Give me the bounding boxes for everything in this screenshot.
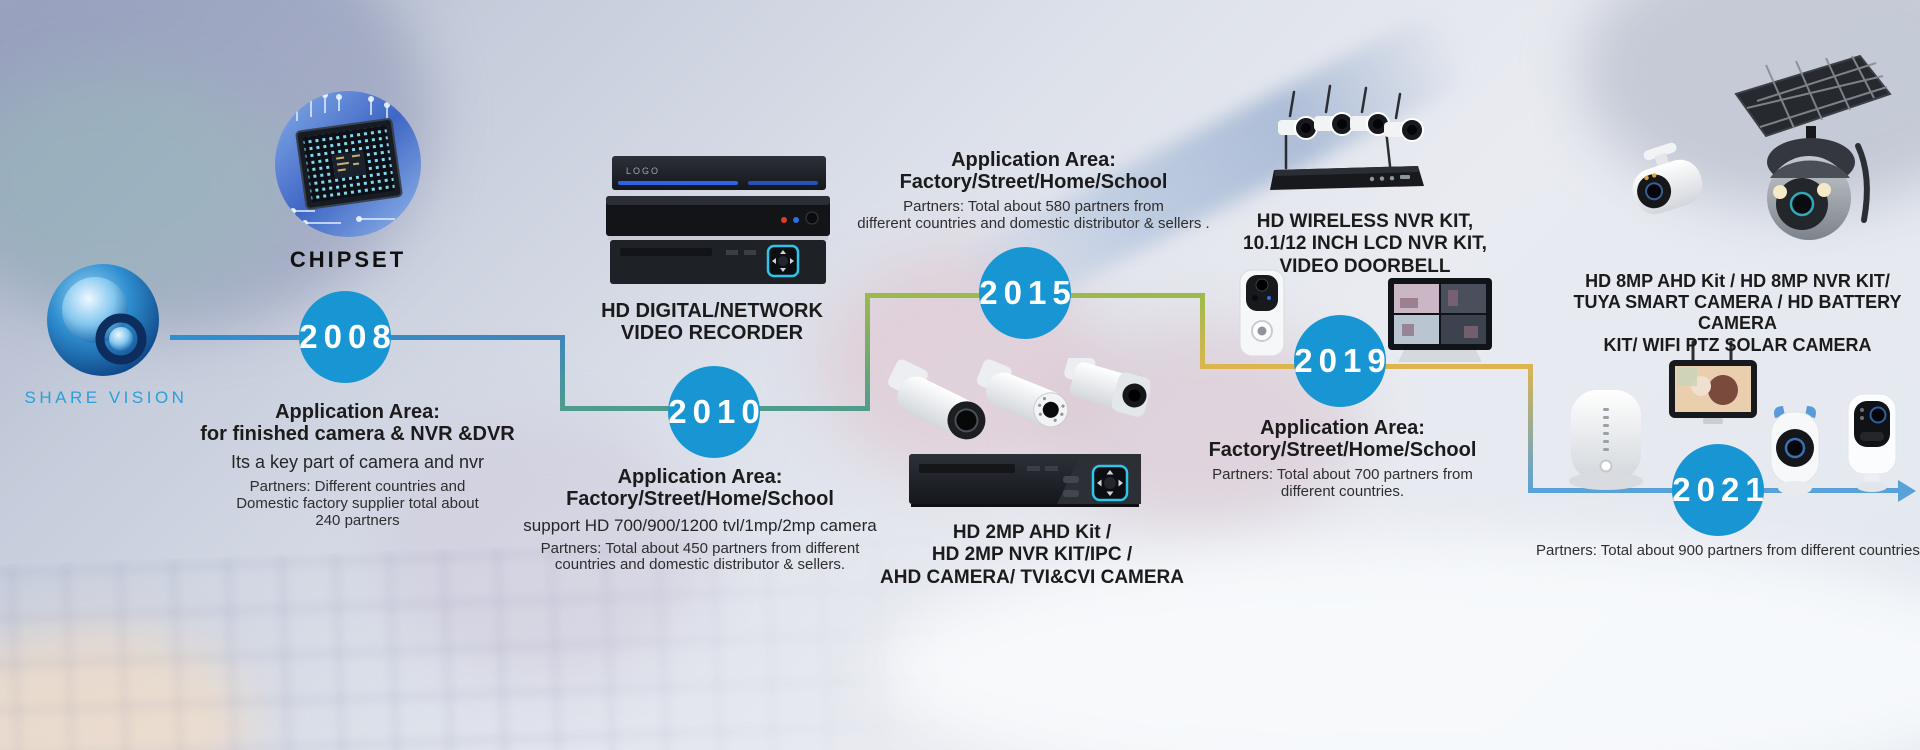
- milestone-2010-text: Application Area: Factory/Street/Home/Sc…: [495, 466, 905, 574]
- dvr-front-label: LOGO: [626, 166, 660, 176]
- product-title-line: HD DIGITAL/NETWORK: [601, 300, 823, 322]
- milestone-2019-title: HD WIRELESS NVR KIT, 10.1/12 INCH LCD NV…: [1210, 211, 1520, 278]
- timeline-corner-2015-2019: [1200, 293, 1205, 369]
- note-line: support HD 700/900/1200 tvl/1mp/2mp came…: [523, 516, 877, 535]
- product-title-line: AHD CAMERA/ TVI&CVI CAMERA: [880, 566, 1184, 588]
- milestone-2008-text: Application Area: for finished camera & …: [150, 401, 565, 530]
- app-area-line: for finished camera & NVR &DVR: [200, 423, 515, 445]
- app-area-line: Application Area:: [275, 401, 440, 423]
- product-title-line: HD WIRELESS NVR KIT,: [1256, 211, 1474, 232]
- partners-line: different countries and domestic distrib…: [857, 214, 1210, 232]
- year-badge-2010: 2010: [668, 366, 760, 458]
- milestone-2021-title: HD 8MP AHD Kit / HD 8MP NVR KIT/ TUYA SM…: [1545, 271, 1920, 356]
- ahd-dvr-image: [909, 454, 1141, 507]
- year-badge-2008: 2008: [299, 291, 391, 383]
- milestone-2015-text: Application Area: Factory/Street/Home/Sc…: [826, 149, 1241, 233]
- app-area-line: Application Area:: [617, 466, 783, 488]
- dvr-stack-image: LOGO: [606, 156, 830, 284]
- wireless-nvr-kit-image: [1270, 84, 1424, 190]
- solar-ptz-camera-image: [1734, 54, 1892, 240]
- app-area-line: Factory/Street/Home/School: [899, 171, 1168, 193]
- router-image: [1569, 390, 1643, 490]
- product-title-line: HD 2MP NVR KIT/IPC /: [931, 544, 1133, 566]
- product-title-line: 10.1/12 INCH LCD NVR KIT,: [1243, 233, 1487, 255]
- mini-ptz-camera-image: [1770, 406, 1820, 495]
- chipset-title: CHIPSET: [289, 247, 407, 272]
- partners-line: Partners: Different countries and: [249, 477, 466, 495]
- partners-line: Domestic factory supplier total about: [236, 494, 479, 512]
- timeline-corner-2008-2010: [560, 335, 565, 411]
- product-title-line: HD 8MP AHD Kit / HD 8MP NVR KIT/: [1585, 271, 1890, 291]
- milestone-2019-text: Application Area: Factory/Street/Home/Sc…: [1140, 417, 1545, 501]
- app-area-line: Application Area:: [951, 149, 1116, 171]
- app-area-line: Application Area:: [1260, 417, 1425, 439]
- product-title-line: TUYA SMART CAMERA / HD BATTERY CAMERA: [1573, 292, 1902, 334]
- year-badge-2021: 2021: [1672, 444, 1764, 536]
- chipset-image: [275, 91, 421, 237]
- mini-battery-camera-image: [1847, 393, 1897, 492]
- timeline-arrow-icon: [1898, 479, 1916, 502]
- lcd-monitor-image: [1388, 278, 1492, 362]
- baby-monitor-image: [1669, 340, 1757, 424]
- partners-line: Partners: Total about 700 partners from: [1212, 466, 1473, 483]
- milestone-2015-product-title: HD 2MP AHD Kit / HD 2MP NVR KIT/IPC / AH…: [822, 522, 1242, 589]
- product-title-line: VIDEO RECORDER: [620, 322, 804, 344]
- partners-line: Partners: Total about 580 partners from: [903, 198, 1164, 215]
- video-doorbell-image: [1239, 269, 1285, 357]
- partners-line: 240 partners: [315, 511, 400, 529]
- year-badge-2015: 2015: [979, 247, 1071, 339]
- partners-line: different countries.: [1280, 482, 1405, 500]
- timeline-corner-2010-2015: [865, 293, 870, 411]
- product-title-line: KIT/ WIFI PTZ SOLAR CAMERA: [1603, 334, 1872, 355]
- milestone-2021-text: Partners: Total about 900 partners from …: [1520, 542, 1920, 560]
- note-line: Its a key part of camera and nvr: [230, 452, 485, 472]
- timeline-corner-2019-2021: [1528, 364, 1533, 493]
- app-area-line: Factory/Street/Home/School: [566, 488, 834, 510]
- product-title-line: VIDEO DOORBELL: [1279, 255, 1451, 277]
- app-area-line: Factory/Street/Home/School: [1208, 439, 1477, 461]
- share-vision-logo: [47, 264, 159, 376]
- battery-camera-image: [1632, 142, 1703, 215]
- partners-line: Partners: Total about 900 partners from …: [1536, 542, 1920, 559]
- partners-line: Partners: Total about 450 partners from …: [540, 539, 860, 557]
- milestone-2010-title: HD DIGITAL/NETWORK VIDEO RECORDER: [552, 300, 872, 344]
- ahd-cameras-image: [888, 358, 1150, 440]
- partners-line: countries and domestic distributor & sel…: [554, 556, 846, 574]
- year-badge-2019: 2019: [1294, 315, 1386, 407]
- product-title-line: HD 2MP AHD Kit /: [952, 522, 1112, 543]
- brand-text: SHARE VISION: [24, 388, 188, 407]
